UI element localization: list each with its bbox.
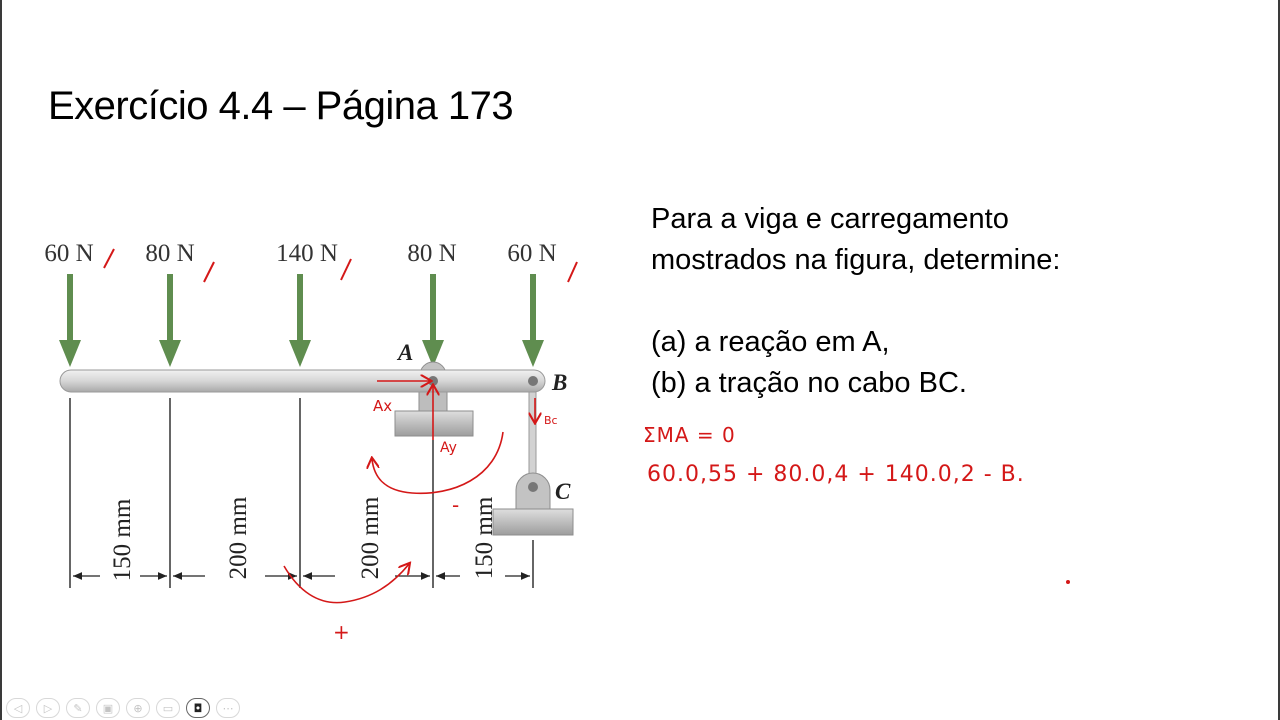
support-c-pin <box>528 482 538 492</box>
load-arrows <box>59 274 544 367</box>
dimension-label-4: 150 mm <box>471 496 498 579</box>
load-arrow-head-2 <box>159 340 181 367</box>
window-edge-right <box>1278 0 1280 720</box>
slides-icon[interactable]: ▣ <box>96 698 120 718</box>
check-mark-2 <box>203 261 215 283</box>
load-arrow-head-1 <box>59 340 81 367</box>
load-arrow-head-4 <box>422 340 444 367</box>
load-label-4: 80 N <box>407 240 456 267</box>
problem-line-2: mostrados na figura, determine: <box>651 244 1061 276</box>
zoom-icon[interactable]: ⊕ <box>126 698 150 718</box>
problem-line-b: (b) a tração no cabo BC. <box>651 367 967 399</box>
window-edge-left <box>0 0 2 720</box>
pen-icon[interactable]: ✎ <box>66 698 90 718</box>
moment-expansion: 60.0,55 + 80.0,4 + 140.0,2 - B. <box>647 462 1025 487</box>
load-arrow-head-3 <box>289 340 311 367</box>
check-mark-4 <box>567 261 578 283</box>
pin-b <box>528 376 538 386</box>
load-arrow-shaft-3 <box>297 274 303 344</box>
load-arrow-shaft-5 <box>530 274 536 344</box>
load-label-1: 60 N <box>44 240 93 267</box>
dimension-label-1: 150 mm <box>109 498 136 581</box>
minus-sign: - <box>452 493 459 517</box>
red-annotations <box>283 381 535 604</box>
subtitles-icon[interactable]: ▭ <box>156 698 180 718</box>
dimension-label-3: 200 mm <box>357 496 384 579</box>
support-c-base <box>492 508 574 536</box>
beam <box>59 369 546 393</box>
dimension-extension-lines <box>69 398 534 588</box>
load-arrow-head-5 <box>522 340 544 367</box>
ink-dot <box>1066 580 1070 584</box>
moment-arc-cw <box>283 564 409 604</box>
load-label-3: 140 N <box>276 240 338 267</box>
ay-label: Ay <box>440 440 457 456</box>
support-a-base <box>394 410 474 437</box>
problem-line-1: Para a viga e carregamento <box>651 203 1009 235</box>
check-mark-1 <box>103 248 115 269</box>
load-check-marks <box>103 248 578 283</box>
load-arrow-shaft-4 <box>430 274 436 344</box>
presentation-toolbar: ◁ ▷ ✎ ▣ ⊕ ▭ ◘ ⋯ <box>6 697 240 719</box>
next-icon[interactable]: ▷ <box>36 698 60 718</box>
point-label-c: C <box>555 479 571 504</box>
point-label-b: B <box>551 370 567 395</box>
moment-arc-ccw <box>372 431 504 495</box>
load-arrow-shaft-2 <box>167 274 173 344</box>
previous-icon[interactable]: ◁ <box>6 698 30 718</box>
point-label-a: A <box>396 340 413 365</box>
load-arrow-shaft-1 <box>67 274 73 344</box>
bc-label: Bc <box>544 414 558 427</box>
plus-sign: + <box>333 620 350 644</box>
camera-icon[interactable]: ◘ <box>186 698 210 718</box>
dimension-label-2: 200 mm <box>225 496 252 579</box>
problem-line-a: (a) a reação em A, <box>651 326 890 358</box>
ax-label: Ax <box>373 397 392 415</box>
load-label-5: 60 N <box>507 240 556 267</box>
load-label-2: 80 N <box>145 240 194 267</box>
slide-title: Exercício 4.4 – Página 173 <box>48 84 514 128</box>
more-icon[interactable]: ⋯ <box>216 698 240 718</box>
support-c <box>492 472 574 536</box>
problem-statement: Para a viga e carregamento mostrados na … <box>651 199 1060 404</box>
moment-equation: ΣMA = 0 <box>643 423 736 447</box>
check-mark-3 <box>340 258 352 281</box>
